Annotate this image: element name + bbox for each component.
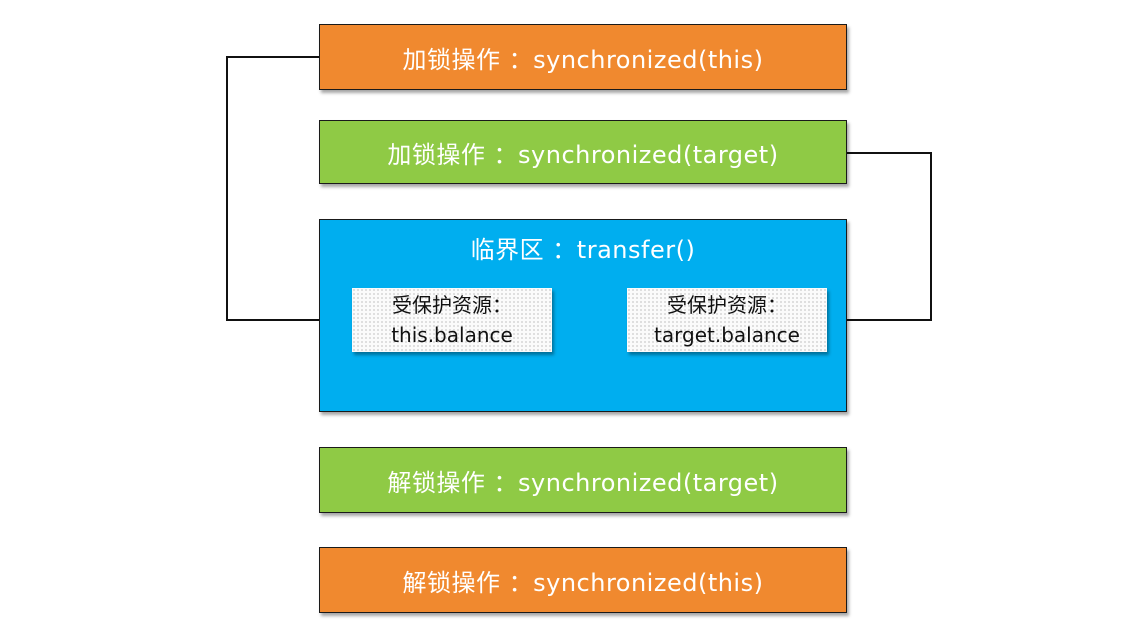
lock-target-block: 加锁操作 ：synchronized(target) <box>319 120 847 184</box>
unlock-target-block: 解锁操作 ：synchronized(target) <box>319 447 847 513</box>
unlock-target-label: 解锁操作 ：synchronized(target) <box>387 468 779 497</box>
protected-resource-value: this.balance <box>391 323 513 347</box>
lock-this-label: 加锁操作 ：synchronized(this) <box>402 45 764 74</box>
protected-resource-target: 受保护资源： target.balance <box>627 288 827 352</box>
unlock-this-label: 解锁操作 ：synchronized(this) <box>402 568 764 597</box>
protected-resource-label: 受保护资源： <box>667 293 787 317</box>
protected-resource-label: 受保护资源： <box>392 293 512 317</box>
critical-section-title: 临界区 ：transfer() <box>470 236 696 264</box>
lock-target-label: 加锁操作 ：synchronized(target) <box>387 140 779 169</box>
protected-resource-this: 受保护资源： this.balance <box>352 288 552 352</box>
protected-resource-value: target.balance <box>654 323 800 347</box>
unlock-this-block: 解锁操作 ：synchronized(this) <box>319 547 847 613</box>
lock-this-block: 加锁操作 ：synchronized(this) <box>319 24 847 90</box>
